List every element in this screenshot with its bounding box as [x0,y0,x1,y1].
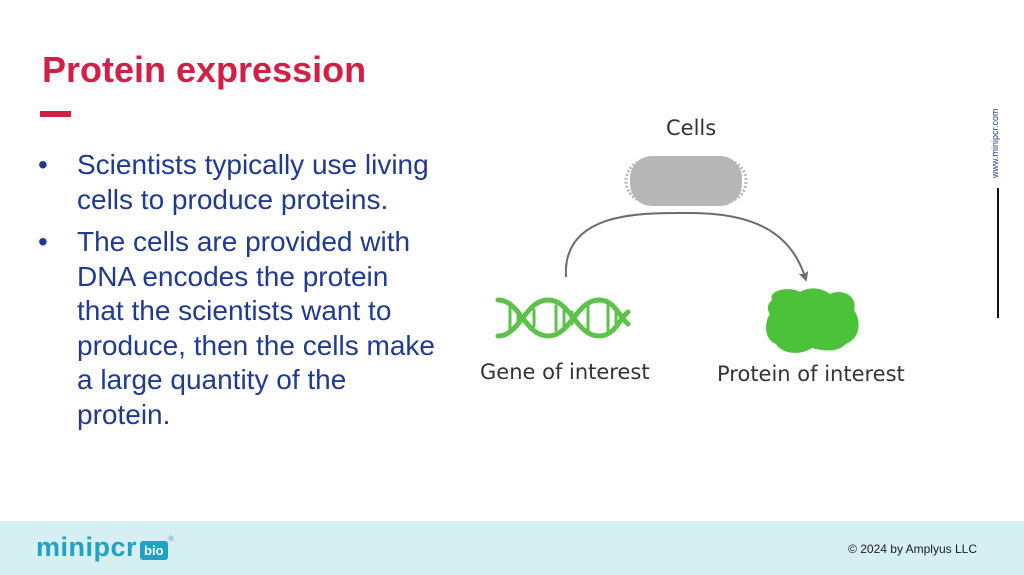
process-arrow [564,211,809,282]
minipcr-logo: minipcr bio ® [36,531,174,563]
gene-of-interest-label: Gene of interest [480,360,650,384]
dna-helix-icon [495,297,631,339]
slide-title: Protein expression [42,49,367,90]
bullet-item: • The cells are provided with DNA encode… [38,225,438,432]
logo-registered-mark: ® [168,535,174,543]
copyright-text: © 2024 by Amplyus LLC [848,542,977,556]
protein-expression-diagram: Cells Gene of interest Protein of intere… [470,100,940,400]
bullet-list: • Scientists typically use living cells … [38,148,438,440]
side-divider [997,188,999,318]
footer-bar: minipcr bio ® © 2024 by Amplyus LLC [0,521,1024,575]
cells-label: Cells [666,116,717,140]
bullet-text: The cells are provided with DNA encodes … [77,226,435,430]
cell-icon [624,156,748,206]
bullet-item: • Scientists typically use living cells … [38,148,438,217]
diagram-graphic [495,156,859,353]
title-accent-bar [40,111,71,117]
protein-of-interest-label: Protein of interest [717,362,905,386]
bullet-marker: • [38,226,48,257]
bullet-text: Scientists typically use living cells to… [77,149,429,215]
logo-wordmark: minipcr [36,531,138,562]
website-url: www.minipcr.com [990,108,1000,178]
bullet-marker: • [38,149,48,180]
protein-blob-icon [766,288,859,353]
logo-bio-badge: bio [140,540,168,560]
